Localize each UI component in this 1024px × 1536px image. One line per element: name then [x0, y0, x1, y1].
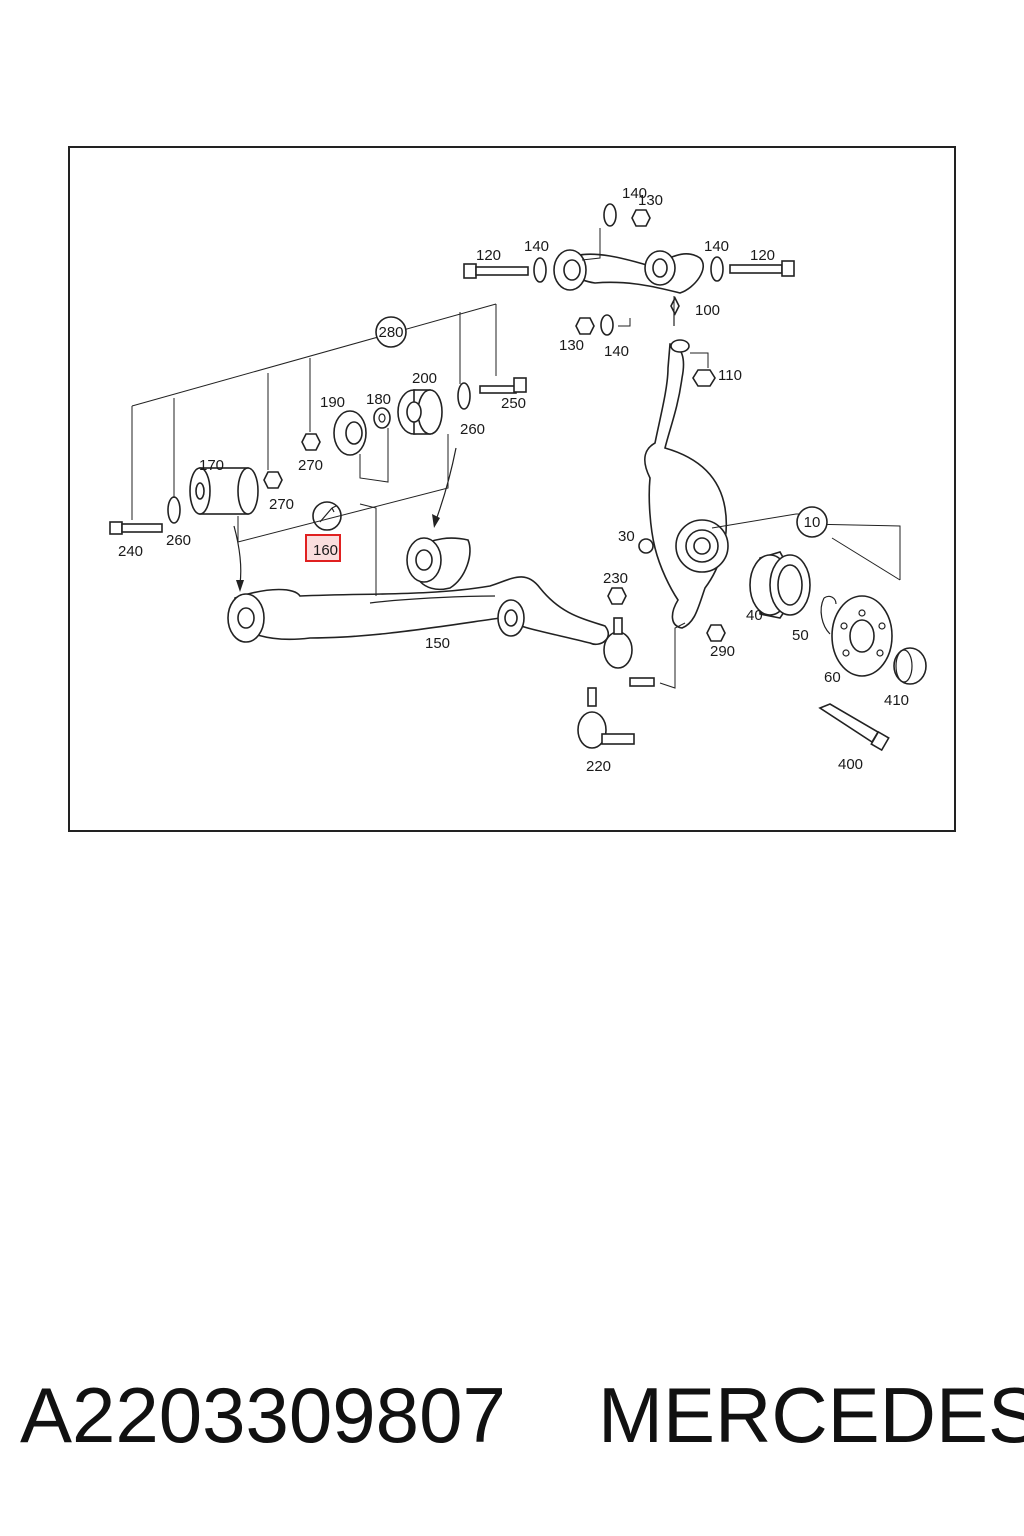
nut-130-b: [575, 317, 595, 335]
washer-260-b: [457, 382, 471, 410]
label-230: 230: [603, 570, 628, 587]
label-250: 250: [501, 395, 526, 412]
washer-140-b: [603, 203, 617, 227]
parts-diagram: 280 10 140 130 120 140 140 120 100 130 1…: [68, 146, 956, 832]
bolt-240: [109, 521, 163, 535]
callout-10: 10: [796, 506, 828, 538]
label-100: 100: [695, 302, 720, 319]
label-160: 160: [313, 542, 338, 559]
steering-knuckle: [644, 339, 729, 629]
bushing-170: [189, 467, 259, 515]
label-130-a: 130: [638, 192, 663, 209]
label-220: 220: [586, 758, 611, 775]
label-270-a: 270: [298, 457, 323, 474]
label-130-b: 130: [559, 337, 584, 354]
upper-control-arm: [553, 249, 704, 326]
label-410: 410: [884, 692, 909, 709]
nut-290: [706, 624, 726, 642]
label-140-d: 140: [604, 343, 629, 360]
dust-cap-410: [893, 647, 927, 685]
label-150: 150: [425, 635, 450, 652]
washer-140-a: [533, 257, 547, 283]
suspension-exploded-view: 280 10 140 130 120 140 140 120 100 130 1…: [109, 185, 927, 775]
label-120-a: 120: [476, 247, 501, 264]
callout-280: 280: [375, 316, 407, 348]
nut-110: [692, 369, 716, 387]
label-40: 40: [746, 607, 763, 624]
label-400: 400: [838, 756, 863, 773]
bolt-120-left: [463, 263, 529, 279]
nut-230: [607, 587, 627, 605]
label-170: 170: [199, 457, 224, 474]
nut-270-a: [263, 471, 283, 489]
label-140-c: 140: [704, 238, 729, 255]
label-120-b: 120: [750, 247, 775, 264]
lower-control-arm: [227, 537, 610, 645]
label-200: 200: [412, 370, 437, 387]
label-60: 60: [824, 669, 841, 686]
plug-30: [638, 538, 654, 554]
ball-joint-220: [577, 687, 635, 749]
label-260-b: 260: [460, 421, 485, 438]
washer-140-d: [600, 314, 614, 336]
label-260-a: 260: [166, 532, 191, 549]
washer-260-a: [167, 496, 181, 524]
label-30: 30: [618, 528, 635, 545]
sleeve-180: [373, 407, 391, 429]
label-270-b: 270: [269, 496, 294, 513]
label-180: 180: [366, 391, 391, 408]
part-number: A2203309807: [20, 1371, 506, 1459]
bushing-190: [333, 410, 367, 456]
nut-270-b: [301, 433, 321, 451]
wheel-bearing-40: [749, 551, 811, 619]
bolt-120-right: [729, 260, 795, 277]
bolt-250: [479, 377, 527, 394]
callout-160-highlight[interactable]: 160: [305, 534, 341, 562]
grease-tube-400: [818, 703, 890, 752]
snap-ring-50: [820, 595, 837, 635]
label-110: 110: [718, 367, 742, 384]
ball-joint-arm: [603, 617, 655, 687]
wheel-hub-60: [831, 595, 893, 677]
washer-140-c: [710, 256, 724, 282]
label-50: 50: [792, 627, 809, 644]
label-280: 280: [378, 324, 403, 341]
wrench-icon: [312, 501, 342, 531]
label-10: 10: [804, 514, 821, 531]
label-190: 190: [320, 394, 345, 411]
product-caption: A2203309807 MERCEDES: [0, 1370, 1024, 1480]
bushing-200: [397, 389, 443, 435]
nut-130-a: [631, 209, 651, 227]
label-140-a: 140: [622, 185, 647, 202]
brand-name: MERCEDES: [598, 1371, 1024, 1459]
label-140-b: 140: [524, 238, 549, 255]
label-240: 240: [118, 543, 143, 560]
label-290: 290: [710, 643, 735, 660]
